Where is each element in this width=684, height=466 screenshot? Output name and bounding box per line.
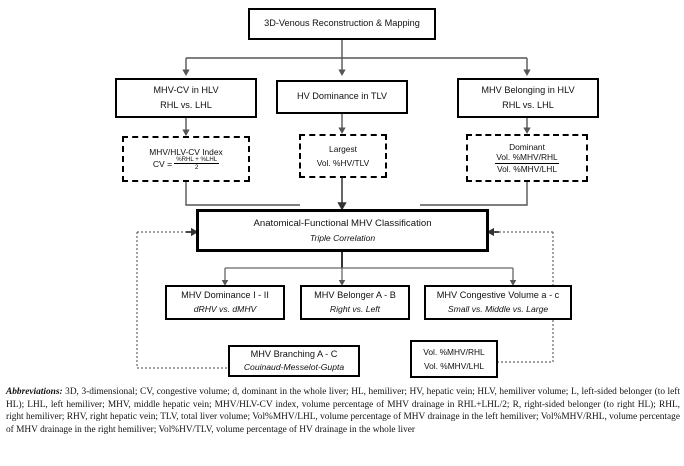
node-mhv-belonger[interactable]: MHV Belonger A - B Right vs. Left xyxy=(300,285,410,320)
formula-denominator: 2 xyxy=(194,164,199,172)
node-line2: Vol. %MHV/LHL xyxy=(423,360,485,371)
node-line2: Triple Correlation xyxy=(309,232,376,243)
node-mhv-congestive-volume[interactable]: MHV Congestive Volume a - c Small vs. Mi… xyxy=(424,285,572,320)
node-line1: Largest xyxy=(329,144,357,154)
node-line2: RHL vs. LHL xyxy=(160,100,212,110)
formula-numerator: %RHL + %LHL xyxy=(174,156,220,165)
formula-fraction: %RHL + %LHL 2 xyxy=(174,156,220,172)
node-line2: Small vs. Middle vs. Large xyxy=(447,303,549,314)
node-line1: Vol. %MHV/RHL xyxy=(423,347,485,357)
node-line1: MHV Belonging in HLV xyxy=(481,84,575,95)
flowchart-diagram: 3D-Venous Reconstruction & Mapping MHV-C… xyxy=(115,8,599,378)
node-vol-mhv-ratios[interactable]: Vol. %MHV/RHL Vol. %MHV/LHL xyxy=(410,340,498,378)
node-mhv-cv-in-hlv[interactable]: MHV-CV in HLV RHL vs. LHL xyxy=(115,78,257,118)
node-line2: dRHV vs. dMHV xyxy=(193,303,257,314)
node-line2: Right vs. Left xyxy=(329,303,381,314)
node-dominant-mhv[interactable]: Dominant Vol. %MHV/RHL Vol. %MHV/LHL xyxy=(466,134,588,182)
node-line2: RHL vs. LHL xyxy=(502,100,554,110)
node-line2: Couinaud-Messelot-Gupta xyxy=(243,361,345,372)
connector-lines xyxy=(136,40,554,369)
node-line1: MHV Dominance I - II xyxy=(181,290,269,301)
node-largest-hv[interactable]: Largest Vol. %HV/TLV xyxy=(299,134,387,178)
caption-label: Abbreviations: xyxy=(6,387,63,397)
node-line1: MHV Branching A - C xyxy=(250,349,338,360)
node-mhv-dominance[interactable]: MHV Dominance I - II dRHV vs. dMHV xyxy=(165,285,285,320)
node-hv-dominance-in-tlv[interactable]: HV Dominance in TLV xyxy=(276,80,408,114)
node-line1: MHV Congestive Volume a - c xyxy=(436,290,560,301)
node-anatomical-functional-classification[interactable]: Anatomical-Functional MHV Classification… xyxy=(196,209,489,252)
node-line2: Vol. %HV/TLV xyxy=(316,157,370,168)
abbreviations-caption: Abbreviations: 3D, 3-dimensional; CV, co… xyxy=(6,386,680,436)
node-line1: Dominant xyxy=(509,141,545,152)
node-line1: Anatomical-Functional MHV Classification xyxy=(253,217,432,229)
node-mhv-hlv-cv-index[interactable]: MHV/HLV-CV Index CV = %RHL + %LHL 2 xyxy=(122,136,250,182)
node-line1: MHV/HLV-CV Index xyxy=(149,146,223,157)
node-line3: Vol. %MHV/LHL xyxy=(496,163,558,174)
node-line1: MHV Belonger A - B xyxy=(314,290,396,301)
node-line2: Vol. %MHV/RHL xyxy=(495,152,559,164)
caption-text: 3D, 3-dimensional; CV, congestive volume… xyxy=(6,387,680,435)
node-mhv-belonging-in-hlv[interactable]: MHV Belonging in HLV RHL vs. LHL xyxy=(457,78,599,118)
cv-index-formula: CV = %RHL + %LHL 2 xyxy=(152,156,220,172)
formula-lhs: CV = xyxy=(152,158,173,169)
node-3d-venous-reconstruction[interactable]: 3D-Venous Reconstruction & Mapping xyxy=(248,8,436,40)
node-title-line1: 3D-Venous Reconstruction & Mapping xyxy=(264,18,420,29)
node-line1: HV Dominance in TLV xyxy=(296,91,388,102)
node-mhv-branching[interactable]: MHV Branching A - C Couinaud-Messelot-Gu… xyxy=(228,345,360,377)
node-line1: MHV-CV in HLV xyxy=(153,84,219,95)
